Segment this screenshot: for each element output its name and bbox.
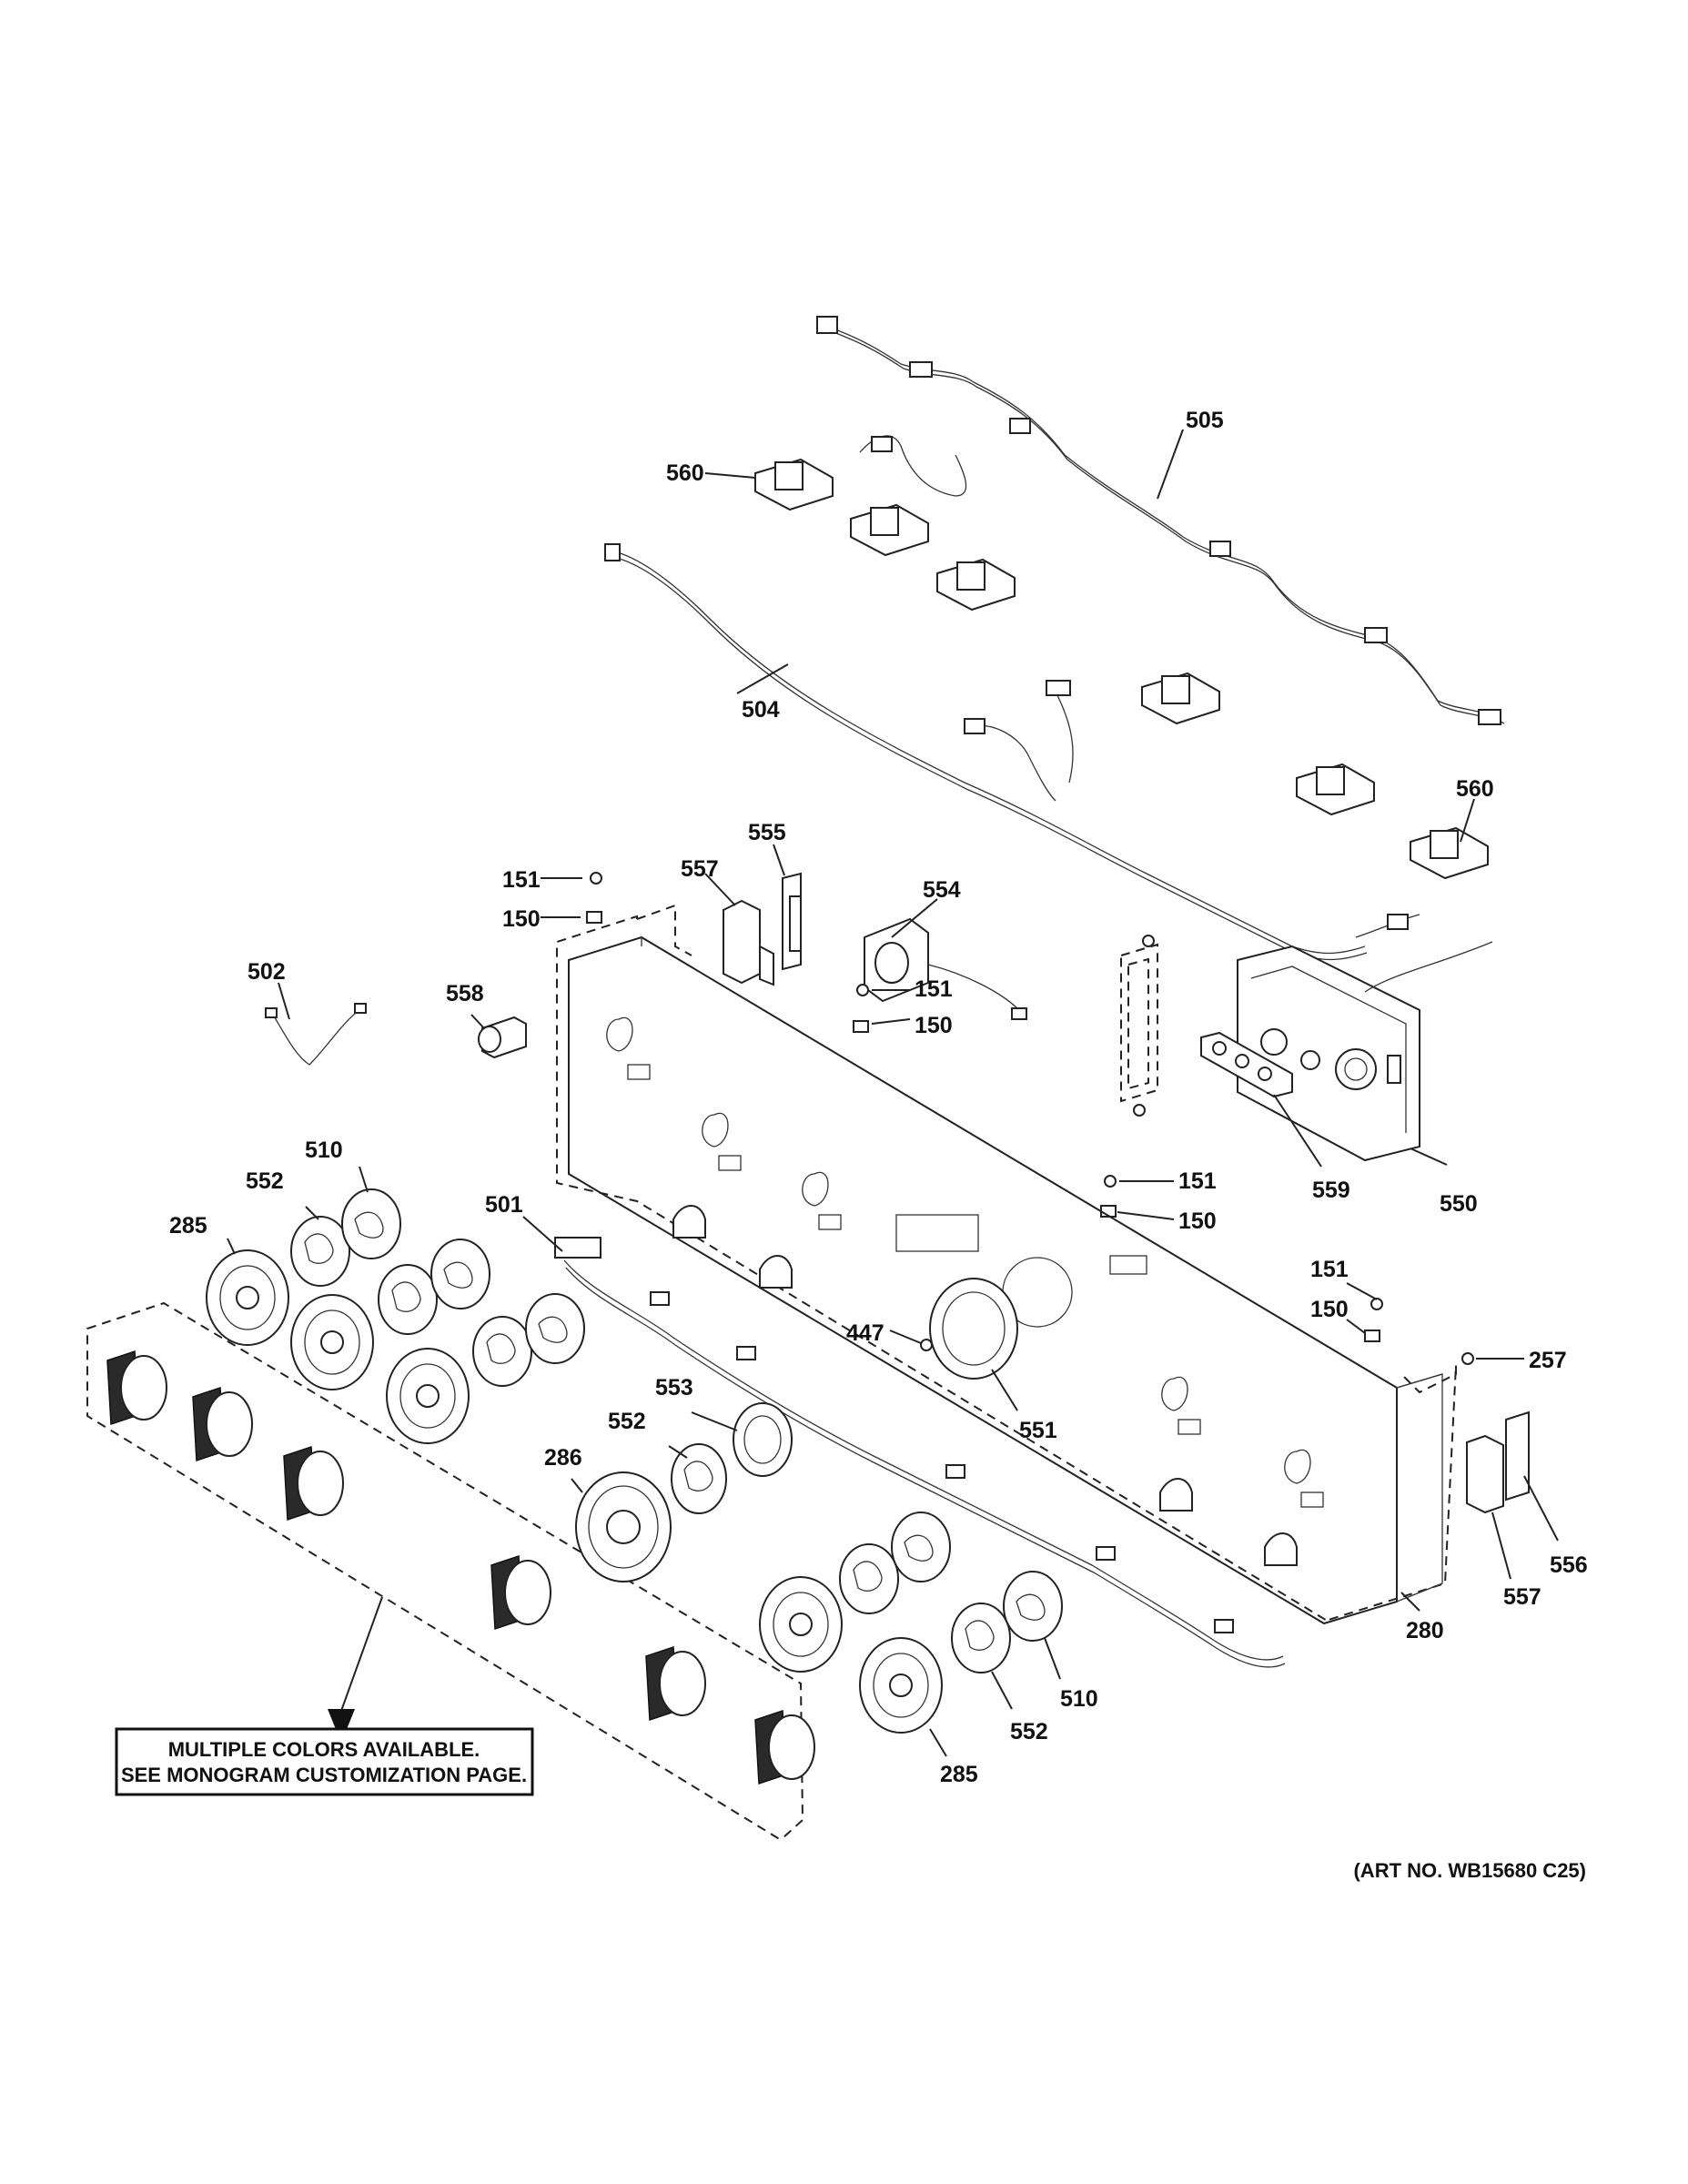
callout-285: 285: [169, 1213, 207, 1239]
screw-447: [920, 1339, 933, 1351]
callout-502: 502: [248, 959, 286, 985]
callout-150: 150: [915, 1013, 953, 1038]
knob-cluster-right: [759, 1512, 1063, 1734]
callout-150: 150: [1178, 1208, 1217, 1234]
callout-557: 557: [1503, 1584, 1541, 1610]
callout-151: 151: [502, 867, 541, 893]
ring-553: [733, 1402, 793, 1477]
screw-257: [1461, 1352, 1474, 1365]
callout-280: 280: [1406, 1618, 1444, 1643]
knob-cluster-left: [206, 1188, 585, 1444]
callout-559: 559: [1312, 1178, 1350, 1203]
callout-510: 510: [305, 1138, 343, 1163]
callout-447: 447: [846, 1320, 884, 1346]
transformer-560-group-a: [754, 458, 1016, 612]
callout-285: 285: [940, 1762, 978, 1787]
art-number: (ART NO. WB15680 C25): [1353, 1859, 1586, 1882]
bracket-557-top: [723, 899, 774, 986]
ring-552-center: [671, 1443, 727, 1514]
note-line-1: MULTIPLE COLORS AVAILABLE.: [168, 1738, 480, 1761]
callout-151: 151: [1310, 1257, 1349, 1282]
switch-558: [478, 1016, 527, 1059]
callout-labels: 505 560 504 560 151 150 557 555 554 502 …: [169, 408, 1588, 1787]
callout-552: 552: [608, 1409, 646, 1434]
callout-150: 150: [502, 906, 541, 932]
callout-151: 151: [915, 976, 953, 1002]
harness-502: [265, 1003, 367, 1066]
callout-286: 286: [544, 1445, 582, 1471]
board-555: [782, 872, 802, 971]
bracket-dashed: [1120, 943, 1158, 1103]
ring-551: [929, 1278, 1018, 1380]
wire-harness-505: [816, 316, 1505, 725]
callout-557: 557: [681, 856, 719, 882]
callout-151: 151: [1178, 1168, 1217, 1194]
harness-501: [554, 1237, 1286, 1668]
knob-286: [575, 1471, 672, 1582]
callout-257: 257: [1529, 1348, 1567, 1373]
callout-551: 551: [1019, 1418, 1057, 1443]
callout-552: 552: [1010, 1719, 1048, 1744]
callout-504: 504: [742, 697, 780, 723]
screws-clips: [586, 872, 1383, 1342]
note-box: MULTIPLE COLORS AVAILABLE. SEE MONOGRAM …: [115, 1727, 534, 1796]
callout-552: 552: [246, 1168, 284, 1194]
callout-501: 501: [485, 1192, 523, 1218]
control-board-550: [1237, 941, 1493, 1162]
knobs-dashed-group: [86, 1301, 815, 1839]
callout-556: 556: [1550, 1552, 1588, 1578]
leader-lines: [227, 429, 1559, 1757]
callout-150: 150: [1310, 1297, 1349, 1322]
switch-strip-559: [1200, 1031, 1293, 1098]
callout-510: 510: [1060, 1686, 1098, 1712]
callout-558: 558: [446, 981, 484, 1006]
callout-550: 550: [1440, 1191, 1478, 1217]
callout-554: 554: [923, 877, 961, 903]
bracket-557-right: [1466, 1434, 1504, 1514]
callout-560: 560: [1456, 776, 1494, 802]
callout-505: 505: [1186, 408, 1224, 433]
speaker-554: [864, 917, 1027, 1020]
callout-555: 555: [748, 820, 786, 845]
transformer-560-group-b: [1141, 672, 1489, 880]
note-line-2: SEE MONOGRAM CUSTOMIZATION PAGE.: [121, 1764, 527, 1786]
control-panel-280: [556, 904, 1457, 1625]
callout-553: 553: [655, 1375, 693, 1400]
callout-560: 560: [666, 460, 704, 486]
wire-harness-504: [604, 543, 1420, 961]
board-556: [1505, 1410, 1530, 1502]
